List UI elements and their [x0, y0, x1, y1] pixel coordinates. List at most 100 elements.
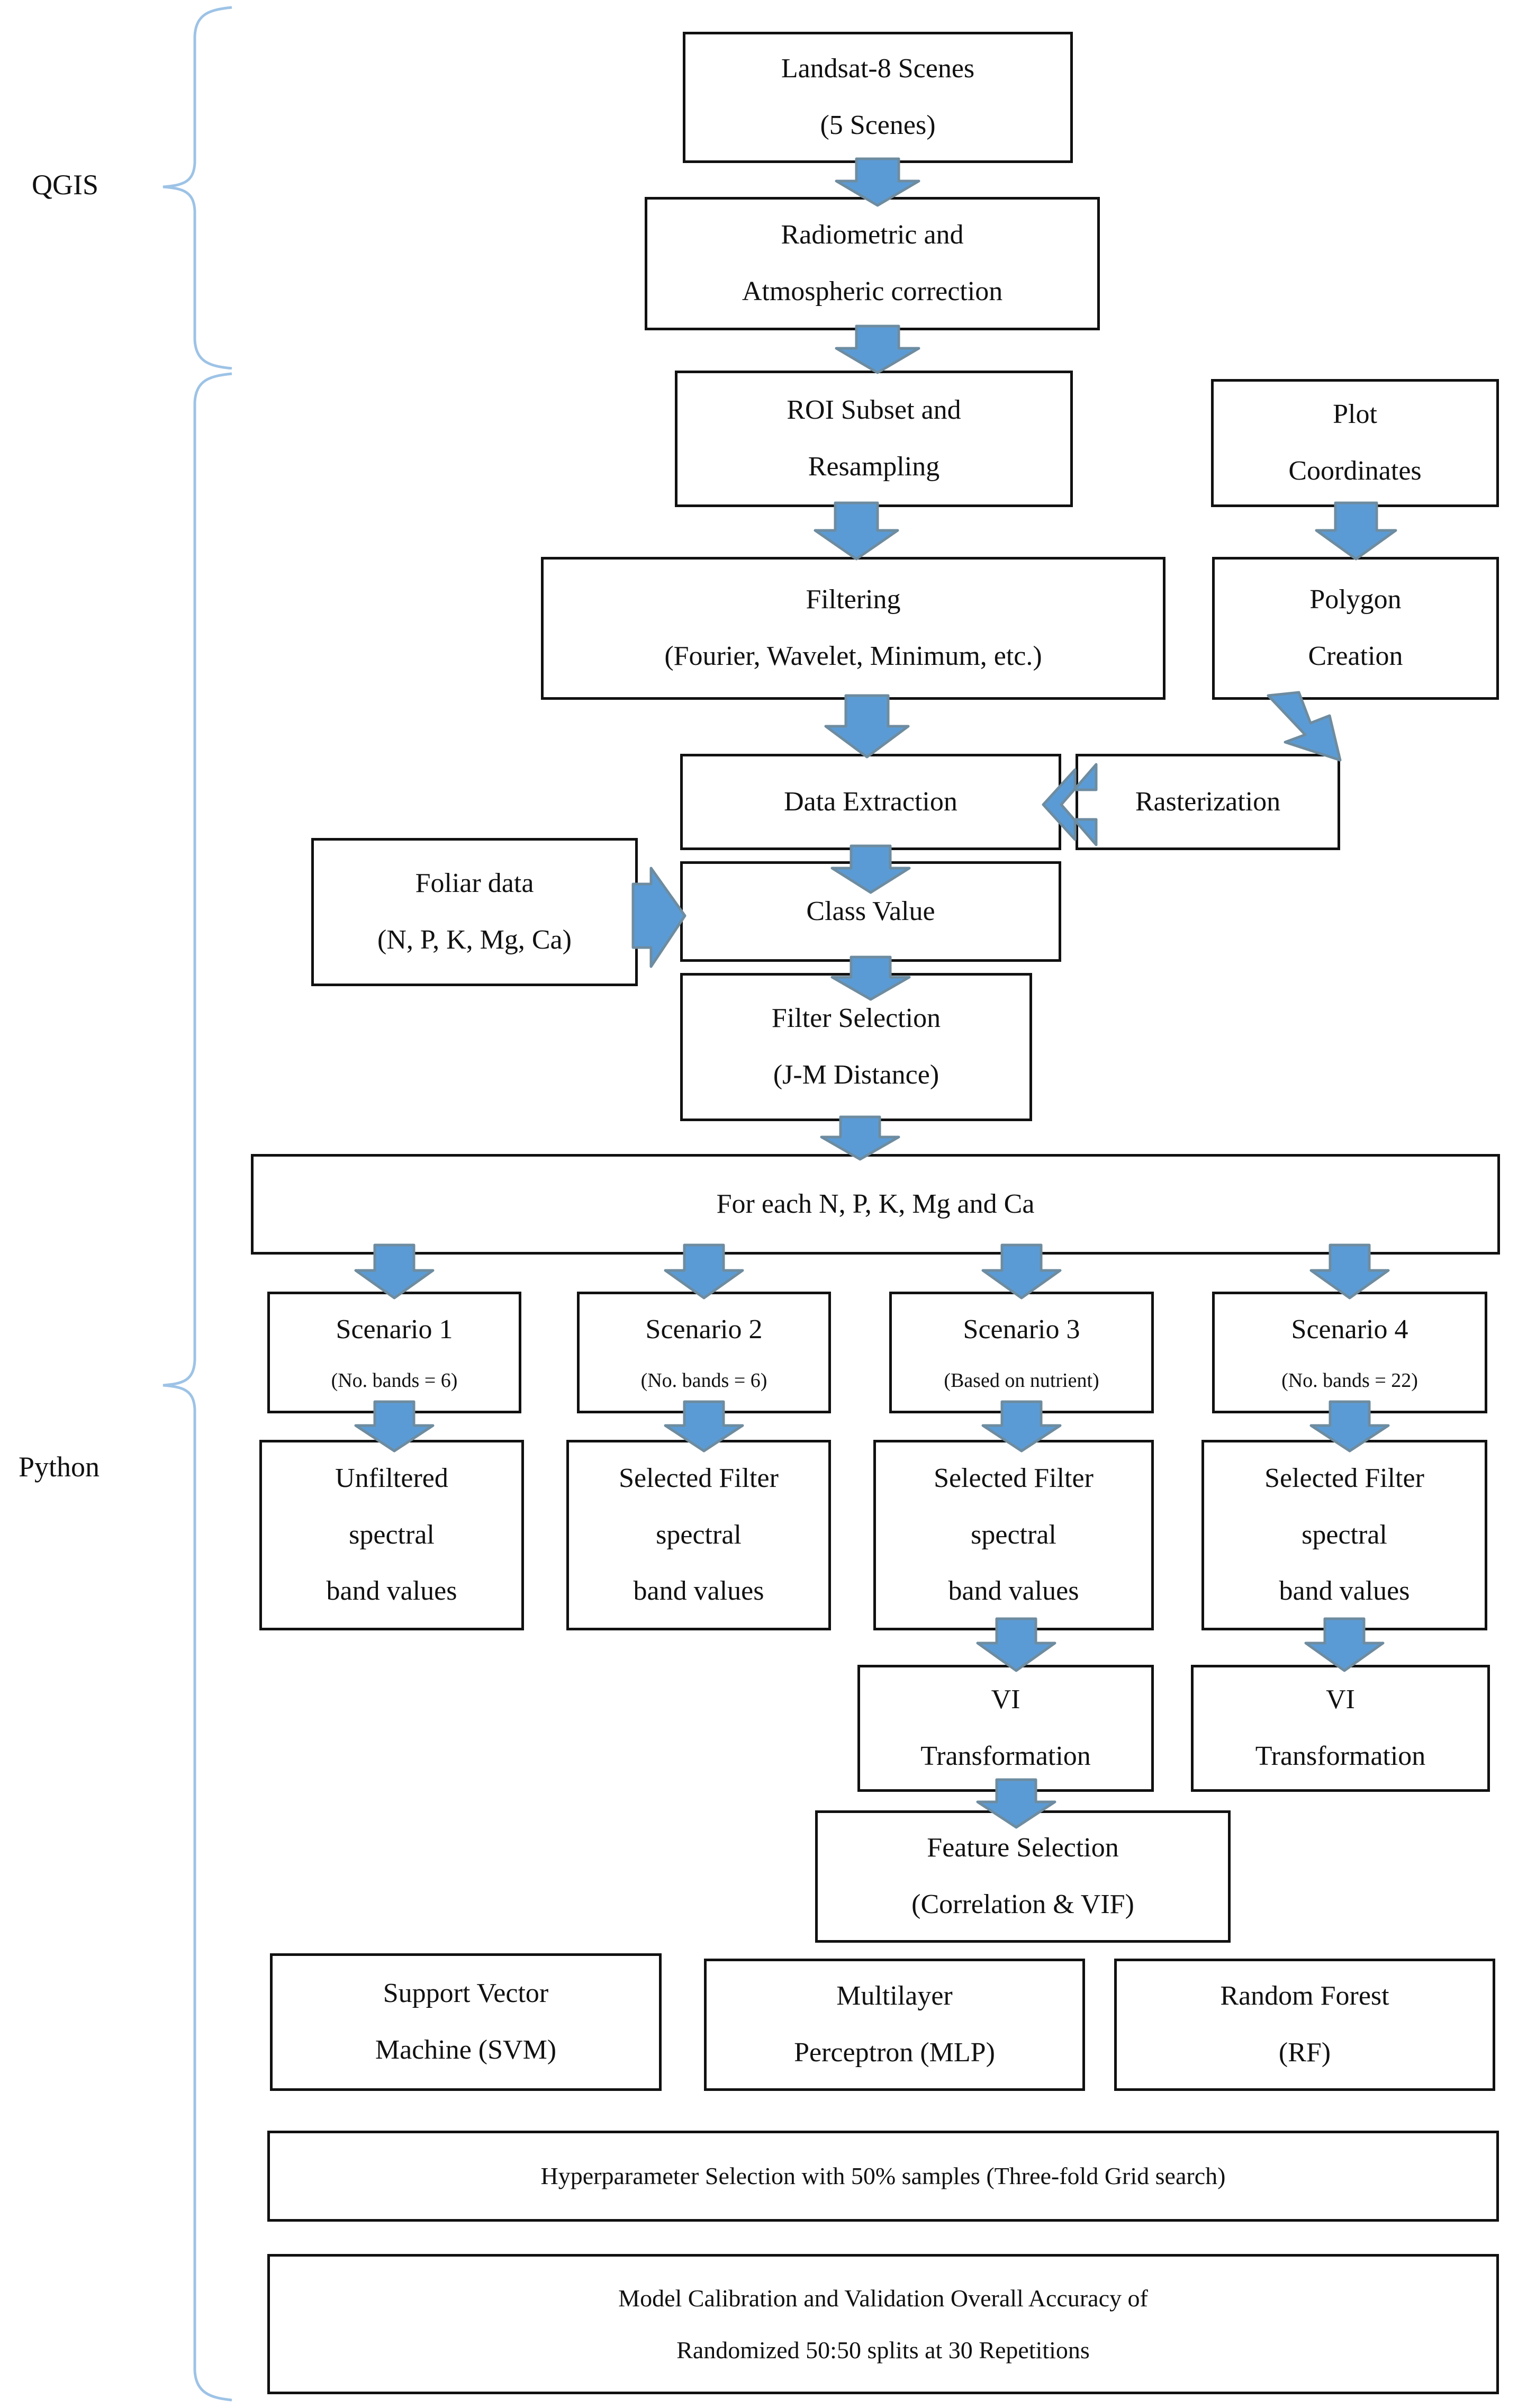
node-svm-classifier[interactable]: Support Vector Machine (SVM) [270, 1953, 662, 2091]
arrow-for-each-to-scenario-4 [1309, 1243, 1390, 1300]
arrow-for-each-to-scenario-2 [664, 1243, 744, 1300]
node-scenario-2[interactable]: Scenario 2 (No. bands = 6) [577, 1292, 831, 1413]
node-polygon-line1: Polygon [1309, 584, 1402, 615]
arrow-scenario3-to-bands3 [981, 1400, 1062, 1453]
node-hyperparameter-label: Hyperparameter Selection with 50% sample… [540, 2162, 1226, 2190]
node-scenario2-bands: (No. bands = 6) [640, 1369, 767, 1392]
node-feature-selection[interactable]: Feature Selection (Correlation & VIF) [815, 1810, 1231, 1943]
node-bands2-line3: band values [633, 1576, 764, 1607]
arrow-filtering-to-data-extraction [824, 694, 910, 759]
node-foliar-line2: (N, P, K, Mg, Ca) [377, 925, 572, 955]
arrow-roi-to-filtering [814, 501, 899, 561]
node-landsat-scenes[interactable]: Landsat-8 Scenes (5 Scenes) [683, 32, 1073, 163]
node-vi4-line1: VI [1326, 1684, 1355, 1715]
node-plot-coordinates[interactable]: Plot Coordinates [1211, 379, 1499, 507]
node-foliar-line1: Foliar data [415, 868, 534, 899]
node-bands-scenario-1[interactable]: Unfiltered spectral band values [259, 1440, 524, 1630]
node-landsat-line2: (5 Scenes) [820, 110, 936, 140]
node-svm-line2: Machine (SVM) [375, 2035, 557, 2065]
node-bands-scenario-4[interactable]: Selected Filter spectral band values [1201, 1440, 1487, 1630]
node-rf-line2: (RF) [1278, 2037, 1331, 2068]
node-bands2-line1: Selected Filter [619, 1463, 779, 1494]
node-vi3-line2: Transformation [920, 1741, 1091, 1771]
node-bands-scenario-3[interactable]: Selected Filter spectral band values [873, 1440, 1154, 1630]
node-bands4-line1: Selected Filter [1264, 1463, 1424, 1494]
arrow-rasterization-to-data-extraction [1040, 757, 1098, 852]
node-roi-line2: Resampling [808, 452, 940, 482]
arrow-filter-selection-to-for-each [820, 1115, 900, 1161]
node-scenario1-title: Scenario 1 [336, 1314, 453, 1345]
arrow-foliar-to-class-value [630, 867, 688, 969]
node-radiometric-line1: Radiometric and [781, 220, 964, 250]
arrow-scenario1-to-bands1 [354, 1400, 435, 1453]
node-bands4-line2: spectral [1302, 1519, 1387, 1550]
node-model-calibration-validation[interactable]: Model Calibration and Validation Overall… [267, 2254, 1499, 2394]
arrow-scenario2-to-bands2 [664, 1400, 744, 1453]
node-scenario-4[interactable]: Scenario 4 (No. bands = 22) [1212, 1292, 1487, 1413]
node-mlp-classifier[interactable]: Multilayer Perceptron (MLP) [704, 1959, 1085, 2091]
arrow-scenario4-to-bands4 [1309, 1400, 1390, 1453]
node-scenario-3[interactable]: Scenario 3 (Based on nutrient) [889, 1292, 1154, 1413]
node-data-extraction[interactable]: Data Extraction [680, 754, 1061, 850]
node-bands1-line2: spectral [349, 1519, 435, 1550]
node-model-validation-line2: Randomized 50:50 splits at 30 Repetition… [676, 2336, 1090, 2364]
qgis-group-brace [159, 4, 233, 369]
arrow-bands4-to-vi4 [1304, 1617, 1385, 1672]
node-rasterization[interactable]: Rasterization [1076, 754, 1340, 850]
node-landsat-line1: Landsat-8 Scenes [781, 53, 975, 84]
node-model-validation-line1: Model Calibration and Validation Overall… [618, 2285, 1148, 2312]
node-scenario2-title: Scenario 2 [645, 1314, 763, 1345]
arrow-plotcoords-to-polygon [1315, 501, 1397, 561]
node-filter-selection-line1: Filter Selection [771, 1003, 941, 1034]
arrow-for-each-to-scenario-1 [354, 1243, 435, 1300]
qgis-group-label: QGIS [32, 169, 99, 201]
node-scenario3-bands: (Based on nutrient) [944, 1369, 1099, 1392]
node-scenario-1[interactable]: Scenario 1 (No. bands = 6) [267, 1292, 521, 1413]
node-bands-scenario-2[interactable]: Selected Filter spectral band values [566, 1440, 831, 1630]
node-vi3-line1: VI [991, 1684, 1020, 1715]
node-plot-coords-line1: Plot [1333, 399, 1377, 430]
node-bands1-line1: Unfiltered [335, 1463, 448, 1494]
node-feature-selection-line2: (Correlation & VIF) [911, 1889, 1134, 1919]
node-roi-subset-resampling[interactable]: ROI Subset and Resampling [675, 371, 1073, 507]
node-hyperparameter-selection[interactable]: Hyperparameter Selection with 50% sample… [267, 2131, 1499, 2222]
python-group-label: Python [19, 1451, 100, 1483]
node-polygon-line2: Creation [1308, 641, 1403, 671]
node-scenario4-title: Scenario 4 [1291, 1314, 1408, 1345]
node-svm-line1: Support Vector [383, 1978, 549, 2009]
node-foliar-data[interactable]: Foliar data (N, P, K, Mg, Ca) [311, 838, 638, 986]
node-for-each-label: For each N, P, K, Mg and Ca [716, 1188, 1035, 1219]
node-radiometric-correction[interactable]: Radiometric and Atmospheric correction [645, 197, 1100, 330]
node-filter-selection-line2: (J-M Distance) [773, 1060, 939, 1090]
node-polygon-creation[interactable]: Polygon Creation [1212, 557, 1499, 700]
node-filtering-line1: Filtering [806, 584, 901, 615]
node-rf-line1: Random Forest [1220, 1981, 1389, 2012]
node-vi4-line2: Transformation [1255, 1741, 1426, 1771]
node-bands3-line1: Selected Filter [934, 1463, 1094, 1494]
node-scenario3-title: Scenario 3 [963, 1314, 1080, 1345]
node-rf-classifier[interactable]: Random Forest (RF) [1114, 1959, 1495, 2091]
node-scenario1-bands: (No. bands = 6) [331, 1369, 458, 1392]
arrow-vi3-to-feature-selection [976, 1778, 1056, 1829]
node-bands3-line3: band values [948, 1576, 1079, 1607]
arrow-class-value-to-filter-selection [830, 955, 911, 1001]
node-filtering[interactable]: Filtering (Fourier, Wavelet, Minimum, et… [541, 557, 1165, 700]
node-for-each-nutrient[interactable]: For each N, P, K, Mg and Ca [251, 1154, 1500, 1255]
node-data-extraction-label: Data Extraction [784, 786, 957, 817]
node-feature-selection-line1: Feature Selection [927, 1833, 1119, 1863]
node-bands1-line3: band values [326, 1576, 457, 1607]
node-bands4-line3: band values [1279, 1576, 1410, 1607]
arrow-landsat-to-radiometric [835, 157, 920, 207]
node-rasterization-label: Rasterization [1135, 786, 1281, 817]
arrow-bands3-to-vi3 [976, 1617, 1056, 1672]
node-mlp-line2: Perceptron (MLP) [794, 2037, 995, 2068]
node-plot-coords-line2: Coordinates [1288, 456, 1422, 486]
node-scenario4-bands: (No. bands = 22) [1281, 1369, 1418, 1392]
arrow-data-extraction-to-class-value [830, 844, 911, 894]
arrow-radiometric-to-roi [835, 324, 920, 374]
node-vi-transformation-4[interactable]: VI Transformation [1191, 1665, 1490, 1792]
arrow-for-each-to-scenario-3 [981, 1243, 1062, 1300]
node-vi-transformation-3[interactable]: VI Transformation [857, 1665, 1154, 1792]
python-group-brace [159, 371, 233, 2403]
